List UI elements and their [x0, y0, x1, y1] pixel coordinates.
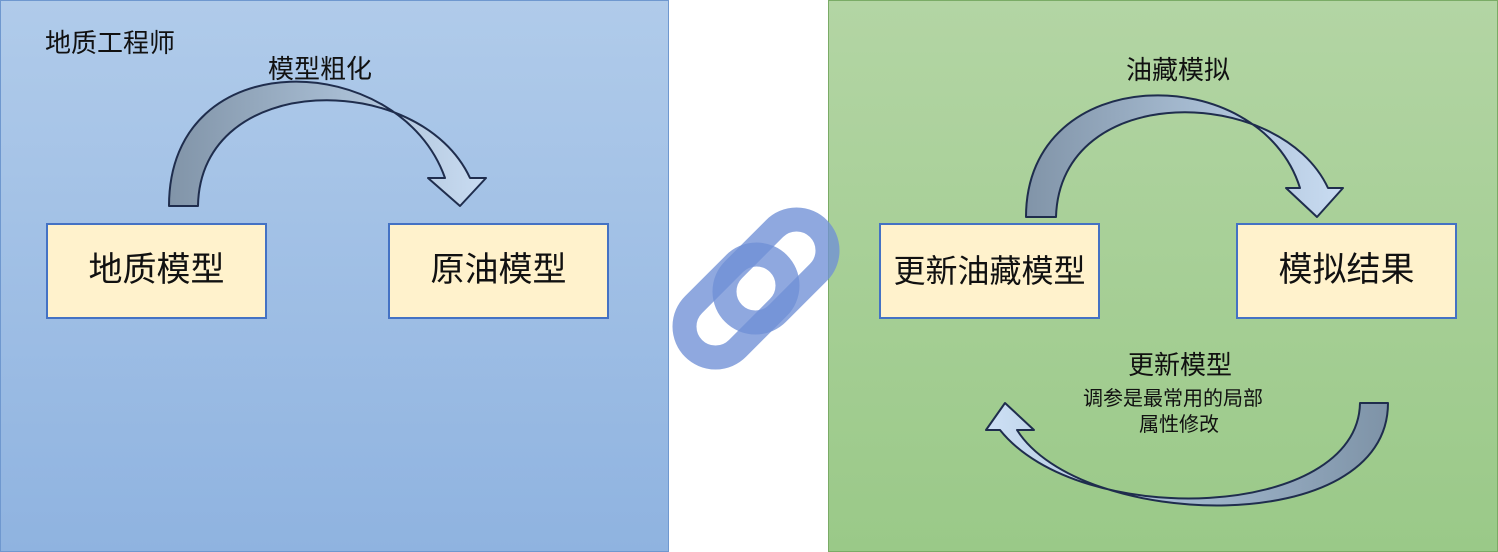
update-model-box: 更新油藏模型 — [879, 223, 1100, 319]
update-model-text: 更新油藏模型 — [893, 251, 1086, 290]
role-label: 地质工程师 — [45, 29, 176, 59]
update-desc-line1: 调参是最常用的局部 — [1083, 386, 1263, 410]
geo-model-text: 地质模型 — [88, 250, 225, 291]
update-desc-line2: 属性修改 — [1139, 412, 1219, 436]
simulate-label: 油藏模拟 — [1126, 56, 1231, 86]
update-title: 更新模型 — [1128, 351, 1233, 381]
coarsen-label: 模型粗化 — [268, 55, 373, 85]
crude-model-box: 原油模型 — [388, 223, 609, 319]
sim-result-box: 模拟结果 — [1236, 223, 1457, 319]
sim-result-text: 模拟结果 — [1278, 250, 1415, 291]
crude-model-text: 原油模型 — [430, 250, 567, 291]
chain-link-icon — [672, 207, 840, 370]
geo-model-box: 地质模型 — [46, 223, 267, 319]
